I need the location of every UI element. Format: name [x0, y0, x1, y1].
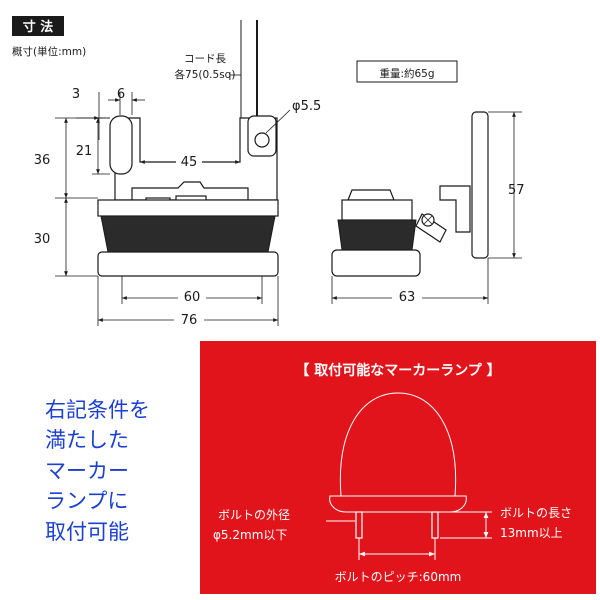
unit-note: 概寸(単位:mm) — [12, 45, 86, 58]
bolt-length-label: ボルトの長さ — [500, 506, 572, 520]
dim-45: 45 — [181, 155, 198, 170]
body-top — [97, 199, 279, 217]
note-line-4: ランプに — [45, 489, 128, 513]
side-plate — [471, 111, 489, 259]
note-line-5: 取付可能 — [45, 520, 129, 544]
dim-36: 36 — [34, 153, 51, 168]
front-view: 3 6 36 30 21 45 φ5.5 60 76 — [34, 20, 321, 328]
header: 寸 法 概寸(単位:mm) — [12, 16, 86, 58]
side-cap — [347, 189, 395, 201]
lamp-panel-title: 【 取付可能なマーカーランプ 】 — [295, 362, 500, 379]
note-line-1: 右記条件を — [45, 398, 150, 422]
connector-top — [131, 181, 249, 201]
dim-57: 57 — [508, 183, 525, 198]
mount-hole — [254, 132, 270, 148]
lamp-dome — [339, 392, 457, 497]
dim-60: 60 — [184, 290, 201, 305]
weight-box: 重量:約65g — [356, 60, 458, 83]
cord-label-line1: コード長 — [184, 53, 226, 65]
side-top — [341, 199, 413, 221]
compatibility-note: 右記条件を 満たした マーカー ランプに 取付可能 — [45, 398, 150, 544]
bolt-outer-label: ボルトの外径 — [218, 508, 290, 522]
page-title: 寸 法 — [23, 19, 54, 35]
side-housing — [337, 219, 417, 251]
bolt-pitch-label: ボルトのピッチ:60mm — [335, 570, 462, 584]
body-base — [97, 251, 279, 277]
dim-6: 6 — [117, 87, 125, 102]
cord-label: コード長 各75(0.5sq) — [175, 53, 241, 81]
cord-label-line2: 各75(0.5sq) — [175, 68, 236, 81]
side-base — [331, 249, 421, 277]
weight-frame — [356, 60, 458, 83]
hole-diameter: φ5.5 — [292, 99, 321, 114]
note-line-2: 満たした — [45, 428, 129, 452]
body-housing — [100, 215, 276, 253]
dim-3: 3 — [72, 87, 80, 102]
side-bracket — [439, 185, 471, 233]
weight-label: 重量:約65g — [379, 67, 434, 80]
hole-leader — [265, 109, 291, 134]
bolt-outer-value: φ5.2mm以下 — [213, 528, 287, 542]
dim-63: 63 — [399, 290, 416, 305]
side-view: 57 63 — [331, 111, 525, 305]
bolt-length-value: 13mm以上 — [500, 526, 563, 540]
left-slot — [109, 115, 133, 175]
note-line-3: マーカー — [45, 459, 129, 483]
lamp-panel: 【 取付可能なマーカーランプ 】 ボルトの長さ 13mm以上 ボルトの外径 φ5… — [200, 341, 596, 594]
title-box — [12, 16, 64, 36]
dim-76: 76 — [181, 313, 198, 328]
dim-21: 21 — [76, 144, 93, 159]
dim-30: 30 — [34, 232, 51, 247]
